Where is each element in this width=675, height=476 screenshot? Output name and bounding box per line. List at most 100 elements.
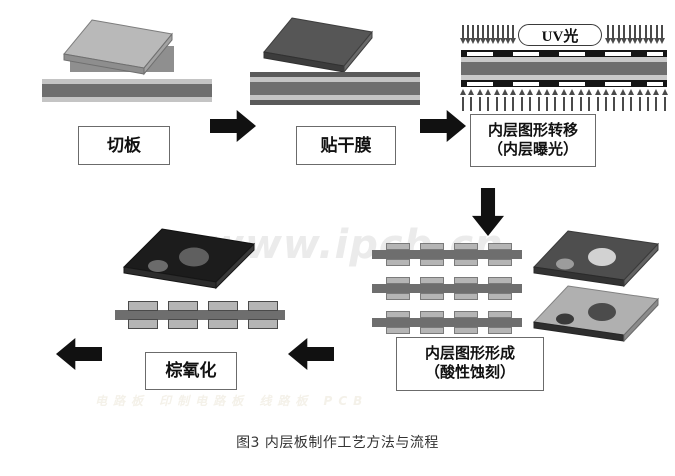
uv-ray-down-icon <box>475 25 481 47</box>
layer-core <box>461 62 667 75</box>
layer-copper-bottom <box>250 95 420 100</box>
uv-ray-down-icon <box>505 25 511 47</box>
copper-pad <box>420 327 444 334</box>
copper-pad <box>386 259 410 266</box>
uv-ray-up-icon <box>636 89 643 111</box>
cross-section-exposure <box>461 50 667 87</box>
uv-ray-up-icon <box>460 89 466 111</box>
watermark-text: www.ipcb.cn <box>207 222 504 268</box>
uv-ray-up-icon <box>476 89 483 111</box>
uv-ray-down-icon <box>485 25 491 47</box>
copper-pad <box>488 243 512 250</box>
copper-pad <box>488 293 512 300</box>
copper-pad <box>488 259 512 266</box>
uv-ray-up-icon <box>493 89 500 111</box>
layer-dryfilm-top <box>250 72 420 77</box>
watermark-faint-text: 电路板 印制电路板 线路板 PCB <box>95 394 369 408</box>
uv-light-badge: UV光 <box>518 24 602 46</box>
cross-section-dry-film <box>250 72 420 105</box>
uv-ray-down-icon <box>610 25 617 47</box>
layer-copper-bottom <box>42 97 212 102</box>
uv-ray-up-icon <box>644 89 651 111</box>
copper-pad <box>386 311 410 318</box>
etched-strip <box>372 277 522 300</box>
uv-ray-up-icon <box>510 89 517 111</box>
arrow-oxidation-out <box>56 338 102 370</box>
copper-pad <box>386 243 410 250</box>
copper-pad <box>454 277 478 284</box>
copper-pad <box>420 259 444 266</box>
copper-pad <box>128 301 158 311</box>
uv-ray-up-icon <box>527 89 534 111</box>
uv-rays-top <box>460 25 667 47</box>
copper-pad <box>386 277 410 284</box>
uv-ray-up-icon <box>468 89 475 111</box>
uv-ray-up-icon <box>577 89 584 111</box>
layer-core <box>42 84 212 97</box>
uv-ray-down-icon <box>621 25 628 47</box>
copper-pad <box>420 293 444 300</box>
layer-core <box>250 82 420 95</box>
uv-ray-up-icon <box>594 89 601 111</box>
copper-pad <box>488 277 512 284</box>
step-label-pattern-forming: 内层图形形成 （酸性蚀刻） <box>396 337 544 391</box>
uv-ray-down-icon <box>631 25 638 47</box>
iso-board-oxidized <box>122 226 258 296</box>
cross-section-oxidized <box>115 300 285 330</box>
uv-ray-down-icon <box>490 25 496 47</box>
copper-pad <box>454 293 478 300</box>
uv-ray-up-icon <box>535 89 542 111</box>
uv-ray-up-icon <box>602 89 609 111</box>
uv-ray-up-icon <box>653 89 660 111</box>
copper-pad <box>454 259 478 266</box>
uv-ray-down-icon <box>615 25 622 47</box>
step-label-cut-panel: 切板 <box>78 126 170 165</box>
etched-strip <box>372 311 522 334</box>
uv-ray-up-icon <box>518 89 525 111</box>
uv-ray-up-icon <box>619 89 626 111</box>
uv-ray-cluster <box>605 25 665 47</box>
iso-board-etched-dark <box>532 228 662 294</box>
uv-ray-down-icon <box>500 25 506 47</box>
uv-ray-up-icon <box>569 89 576 111</box>
uv-ray-down-icon <box>465 25 471 47</box>
copper-pad <box>208 301 238 311</box>
uv-ray-up-icon <box>628 89 635 111</box>
figure-caption: 图3 内层板制作工艺方法与流程 <box>236 435 439 451</box>
uv-ray-up-icon <box>502 89 509 111</box>
copper-pad <box>420 277 444 284</box>
arrow-etching-to-oxidation <box>288 338 334 370</box>
uv-ray-down-icon <box>460 25 466 47</box>
arrow-cut-to-dryfilm <box>210 110 256 142</box>
uv-ray-up-icon <box>586 89 593 111</box>
copper-pad <box>454 243 478 250</box>
etched-strip <box>372 243 522 266</box>
step-label-apply-dry-film: 贴干膜 <box>296 126 396 165</box>
copper-pad <box>488 311 512 318</box>
uv-ray-down-icon <box>648 25 655 47</box>
copper-pad <box>168 301 198 311</box>
layer-photomask-top <box>461 50 667 57</box>
layer-copper-bottom <box>461 75 667 80</box>
copper-pad <box>248 301 278 311</box>
uv-ray-up-icon <box>544 89 551 111</box>
copper-pad <box>248 319 278 329</box>
uv-ray-up-icon <box>560 89 567 111</box>
layer-photomask-bottom <box>461 80 667 87</box>
step-label-image-transfer: 内层图形转移 （内层曝光） <box>470 114 596 167</box>
uv-ray-down-icon <box>642 25 649 47</box>
uv-ray-up-icon <box>485 89 492 111</box>
uv-ray-down-icon <box>637 25 644 47</box>
copper-pad <box>386 293 410 300</box>
oxide-core-bar <box>115 310 285 320</box>
copper-pad <box>168 319 198 329</box>
uv-ray-up-icon <box>611 89 618 111</box>
arrow-dryfilm-to-exposure <box>420 110 466 142</box>
iso-board-etched-light <box>532 283 662 349</box>
uv-ray-down-icon <box>653 25 660 47</box>
copper-pad <box>454 311 478 318</box>
uv-ray-down-icon <box>495 25 501 47</box>
uv-ray-down-icon <box>605 25 611 47</box>
uv-rays-bottom <box>460 89 668 111</box>
